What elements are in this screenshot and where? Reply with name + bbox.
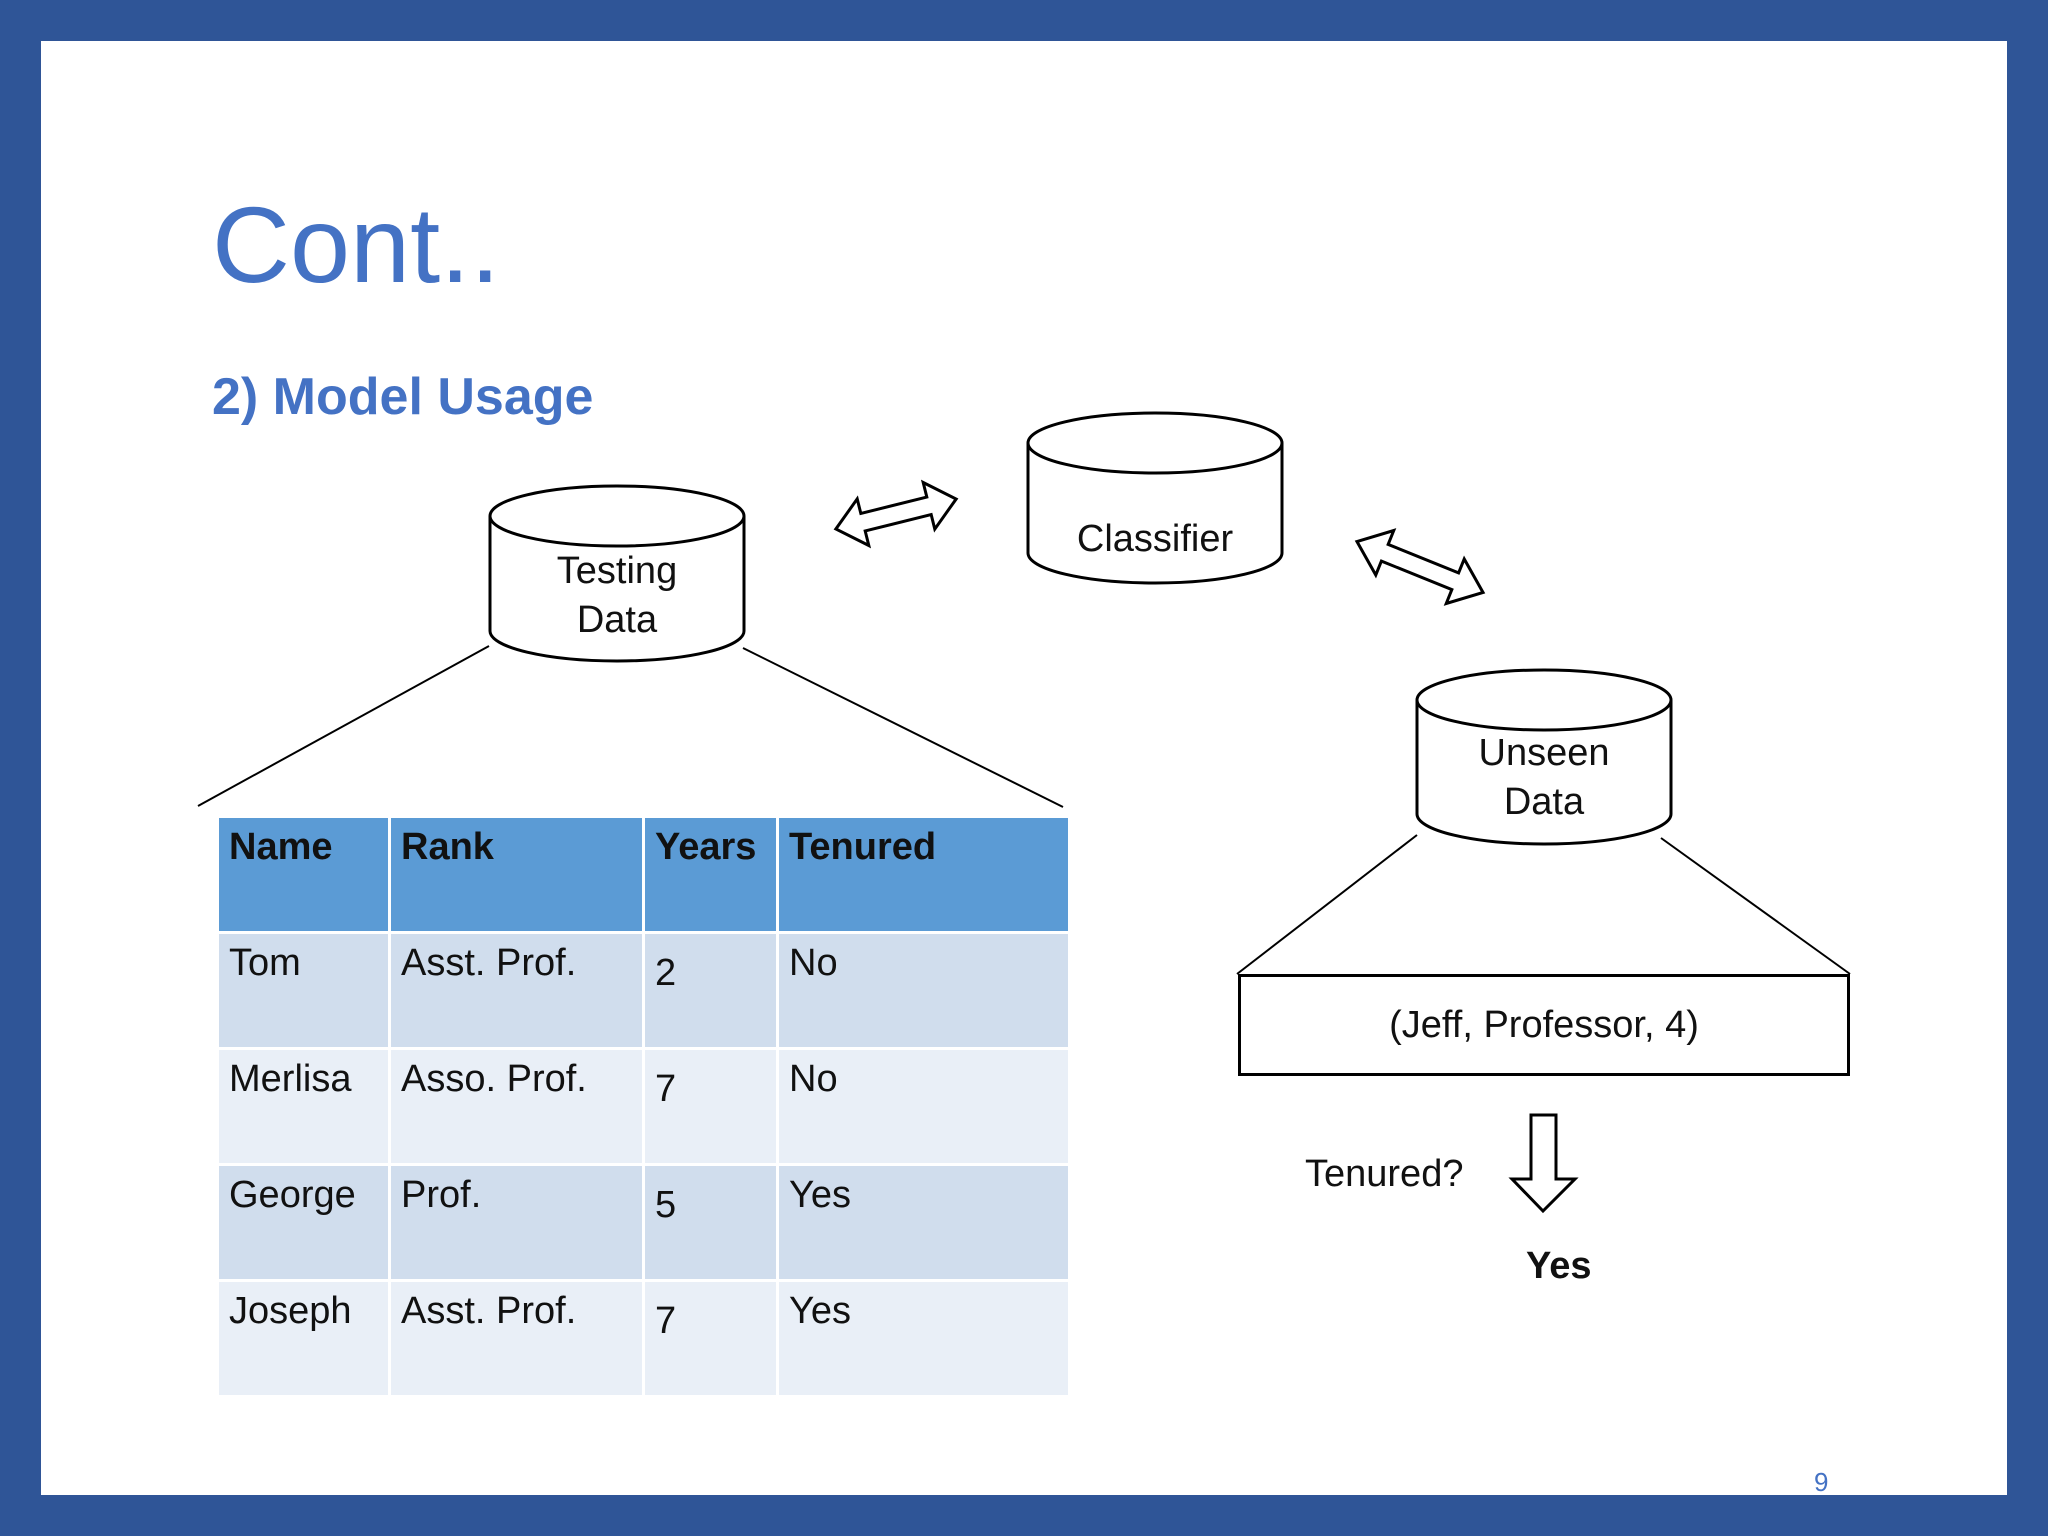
cell-tenured: Yes (776, 1279, 1071, 1398)
header-tenured: Tenured (776, 815, 1071, 934)
classifier-label: Classifier (1028, 515, 1282, 564)
cell-rank: Prof. (388, 1163, 645, 1282)
testing-data-table: Name Rank Years Tenured Tom Asst. Prof. … (216, 815, 1071, 1398)
unseen-data-cylinder (1415, 668, 1673, 846)
cell-years: 7 (642, 1279, 779, 1398)
unseen-data-label-line2: Data (1503, 781, 1585, 824)
table-row: Joseph Asst. Prof. 7 Yes (216, 1279, 1071, 1398)
testing-data-label-line1: Testing (556, 550, 678, 592)
unseen-expand-line-right (1660, 837, 1851, 975)
unseen-record-text: (Jeff, Professor, 4) (1389, 1003, 1699, 1046)
cell-rank: Asst. Prof. (388, 931, 645, 1050)
table-row: Merlisa Asso. Prof. 7 No (216, 1047, 1071, 1166)
cell-tenured: No (776, 931, 1071, 1050)
unseen-record-box: (Jeff, Professor, 4) (1238, 974, 1850, 1076)
cell-rank: Asst. Prof. (388, 1279, 645, 1398)
slide: Cont.. 2) Model Usage Testing Data Class… (41, 41, 2007, 1497)
cell-years: 2 (642, 931, 779, 1050)
slide-subtitle: 2) Model Usage (212, 368, 594, 426)
cell-name: Merlisa (216, 1047, 391, 1166)
double-arrow-testing-classifier-icon (833, 479, 959, 549)
cell-name: Joseph (216, 1279, 391, 1398)
testing-expand-line-right (742, 647, 1064, 808)
prediction-answer: Yes (1526, 1245, 1592, 1287)
testing-data-cylinder (488, 484, 746, 663)
header-years: Years (642, 815, 779, 934)
cell-years: 5 (642, 1163, 779, 1282)
cell-name: George (216, 1163, 391, 1282)
down-arrow-icon (1508, 1113, 1579, 1214)
cell-tenured: Yes (776, 1163, 1071, 1282)
header-rank: Rank (388, 815, 645, 934)
header-name: Name (216, 815, 391, 934)
unseen-data-label: Unseen Data (1417, 729, 1671, 828)
classifier-cylinder (1026, 411, 1284, 585)
testing-data-label: Testing Data (490, 547, 744, 646)
diagram-canvas (197, 411, 1851, 1214)
unseen-data-label-line1: Unseen (1478, 732, 1610, 774)
testing-data-label-line2: Data (576, 599, 658, 642)
page-number: 9 (1814, 1467, 1829, 1497)
cell-name: Tom (216, 931, 391, 1050)
classifier-label-text: Classifier (1076, 518, 1234, 560)
cell-years: 7 (642, 1047, 779, 1166)
table-row: Tom Asst. Prof. 2 No (216, 931, 1071, 1050)
unseen-expand-line-left (1236, 834, 1418, 975)
cell-rank: Asso. Prof. (388, 1047, 645, 1166)
cell-tenured: No (776, 1047, 1071, 1166)
double-arrow-classifier-unseen-icon (1354, 528, 1486, 606)
tenured-question: Tenured? (1305, 1153, 1464, 1195)
slide-title: Cont.. (212, 184, 501, 305)
table-row: George Prof. 5 Yes (216, 1163, 1071, 1282)
testing-expand-line-left (197, 645, 490, 807)
table-header-row: Name Rank Years Tenured (216, 815, 1071, 934)
